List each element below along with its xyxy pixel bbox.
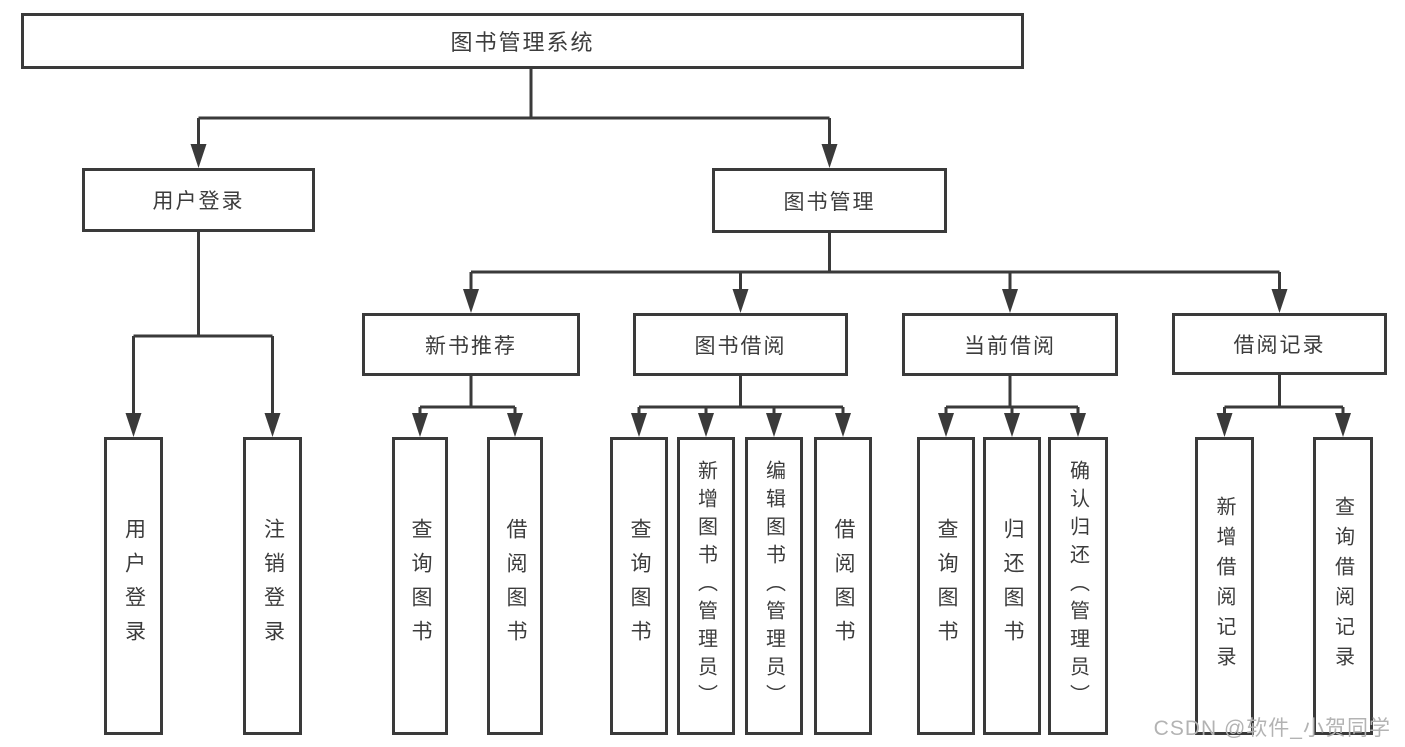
leaf-current-query-book: 查询图书 [917,437,975,735]
node-root: 图书管理系统 [21,13,1024,69]
node-book-borrow-label: 图书借阅 [694,334,787,358]
node-book-management-label: 图书管理 [783,190,876,214]
leaf-borrow-add-book: 新增图书（管理员） [677,437,735,735]
leaf-recommend-borrow-book: 借阅图书 [487,437,543,735]
leaf-current-return-book: 归还图书 [983,437,1041,735]
leaf-recommend-borrow-book-label: 借阅图书 [504,518,527,654]
leaf-borrow-borrow-book: 借阅图书 [814,437,872,735]
leaf-logout: 注销登录 [243,437,302,735]
node-book-management: 图书管理 [712,168,947,233]
leaf-borrow-add-book-label: 新增图书（管理员） [694,460,717,712]
leaf-records-add-record-label: 新增借阅记录 [1213,496,1235,676]
leaf-borrow-query-book: 查询图书 [610,437,668,735]
node-new-book-recommend: 新书推荐 [362,313,580,376]
leaf-current-confirm-return-label: 确认归还（管理员） [1066,460,1089,712]
leaf-current-query-book-label: 查询图书 [935,518,958,654]
node-user-login-label: 用户登录 [152,190,245,213]
node-borrow-records-label: 借阅记录 [1233,334,1326,357]
leaf-current-confirm-return: 确认归还（管理员） [1048,437,1108,735]
leaf-logout-label: 注销登录 [261,518,285,654]
node-new-book-recommend-label: 新书推荐 [425,334,517,358]
node-book-borrow: 图书借阅 [633,313,848,376]
node-user-login: 用户登录 [82,168,315,232]
leaf-borrow-query-book-label: 查询图书 [628,518,651,654]
leaf-records-query-record: 查询借阅记录 [1313,437,1373,735]
leaf-borrow-borrow-book-label: 借阅图书 [832,518,855,654]
leaf-user-login-label: 用户登录 [122,518,146,654]
node-current-borrow-label: 当前借阅 [964,334,1056,358]
node-root-label: 图书管理系统 [450,30,595,55]
leaf-user-login: 用户登录 [104,437,163,735]
leaf-recommend-query-book-label: 查询图书 [409,518,432,654]
leaf-borrow-edit-book: 编辑图书（管理员） [745,437,803,735]
leaf-records-add-record: 新增借阅记录 [1195,437,1254,735]
leaf-borrow-edit-book-label: 编辑图书（管理员） [762,460,785,712]
csdn-watermark: CSDN @软件_小贺同学 [1153,717,1391,740]
leaf-records-query-record-label: 查询借阅记录 [1331,496,1354,676]
node-current-borrow: 当前借阅 [902,313,1118,376]
leaf-recommend-query-book: 查询图书 [392,437,448,735]
node-borrow-records: 借阅记录 [1172,313,1387,375]
leaf-current-return-book-label: 归还图书 [1001,518,1024,654]
